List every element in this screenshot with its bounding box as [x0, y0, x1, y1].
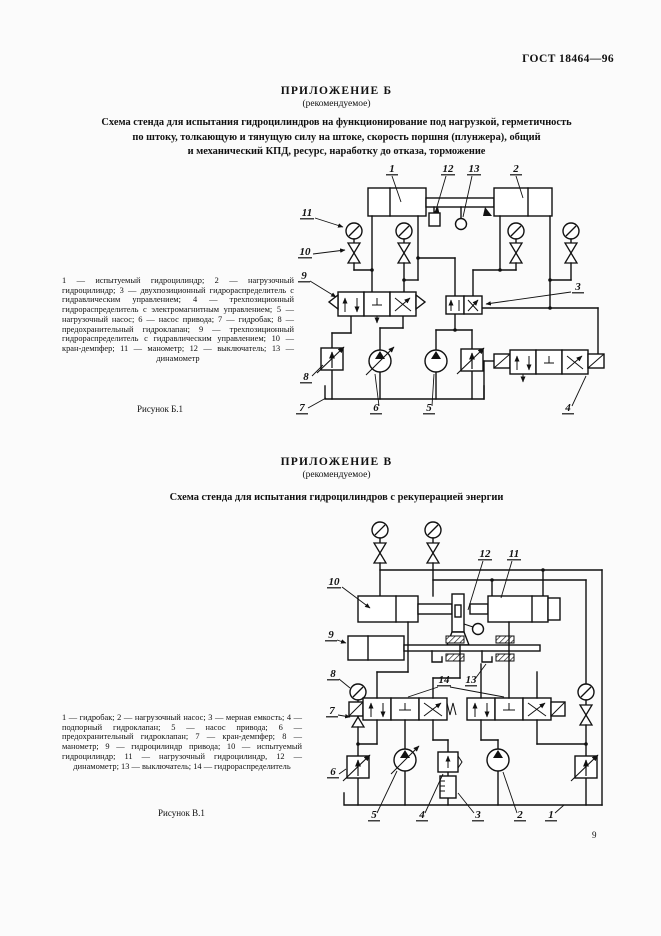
- callout-9: 9: [328, 629, 334, 641]
- directional-valve-hydraulic: [327, 291, 427, 324]
- callout-8: 8: [330, 668, 336, 680]
- figure-b1-caption: Рисунок Б.1: [137, 404, 184, 414]
- callout-7: 7: [329, 705, 335, 717]
- callout-1: 1: [389, 163, 395, 175]
- gauge-damper-assembly: [345, 222, 580, 281]
- figure-b1-legend: 1 — испытуемый гидроцилиндр; 2 — нагрузо…: [62, 276, 294, 363]
- measuring-vessel: [439, 775, 457, 799]
- callout-10: 10: [329, 576, 341, 588]
- appendix-b-title: Схема стенда для испытания гидроцилиндро…: [28, 116, 645, 160]
- appendix-b-heading: ПРИЛОЖЕНИЕ Б: [280, 85, 393, 97]
- callout-12: 12: [443, 163, 455, 175]
- figure-v1-diagram: 12 11 10 9 8 7 6 14 13 5 4 3 2 1: [325, 521, 603, 822]
- piping: [356, 621, 588, 806]
- doc-number: ГОСТ 18464—96: [522, 53, 614, 65]
- piston-rod: [425, 197, 495, 208]
- relief-valve-icon: [571, 755, 598, 781]
- limit-switch: [431, 650, 443, 663]
- callout-2: 2: [516, 809, 523, 821]
- dynamometer: [454, 206, 468, 231]
- load-pump-icon: [486, 748, 510, 772]
- test-cylinder: [357, 595, 419, 623]
- gauge-damper-assembly: [371, 521, 442, 597]
- figure-v1-callouts: 12 11 10 9 8 7 6 14 13 5 4 3 2 1: [325, 548, 565, 822]
- tank: [343, 792, 603, 806]
- appendix-b-title-line-1: Схема стенда для испытания гидроцилиндро…: [101, 117, 572, 128]
- piston-rod: [417, 603, 453, 615]
- limit-switch: [428, 206, 441, 227]
- directional-valve: [466, 697, 566, 721]
- trip-dog-icon: [483, 207, 492, 216]
- tank: [324, 385, 485, 400]
- callout-2: 2: [512, 163, 519, 175]
- drive-pump-variable: [365, 346, 395, 376]
- callout-11: 11: [302, 207, 312, 219]
- limit-switch: [481, 650, 493, 663]
- figure-b1-callouts: 1 12 13 2 11 10 9 3 8 7 6 5 4: [296, 163, 587, 415]
- appendix-v-title: Схема стенда для испытания гидроцилиндро…: [28, 491, 645, 506]
- piping: [331, 215, 599, 400]
- test-cylinder: [367, 187, 427, 217]
- appendix-b-title-line-2: по штоку, толкающую и тянущую силу на шт…: [132, 131, 541, 143]
- directional-valve: [348, 697, 457, 721]
- appendix-v-title-line-1: Схема стенда для испытания гидроцилиндро…: [169, 492, 504, 503]
- callout-10: 10: [300, 246, 312, 258]
- callout-9: 9: [301, 270, 307, 282]
- callout-8: 8: [303, 371, 309, 383]
- callout-6: 6: [330, 766, 336, 778]
- directional-valve-solenoid: [493, 349, 605, 383]
- two-position-valve: [445, 295, 483, 315]
- page-number: 9: [592, 830, 597, 840]
- relief-valve-icon: [343, 755, 370, 781]
- callout-5: 5: [371, 809, 377, 821]
- drive-cylinder: [347, 635, 541, 661]
- callout-5: 5: [426, 402, 432, 414]
- callout-3: 3: [474, 809, 481, 821]
- figure-b1-diagram: 1 12 13 2 11 10 9 3 8 7 6 5 4: [296, 163, 605, 415]
- piping: [379, 568, 603, 806]
- load-cylinder: [487, 595, 561, 623]
- callout-1: 1: [548, 809, 554, 821]
- callout-14: 14: [439, 674, 451, 686]
- callout-7: 7: [299, 402, 305, 414]
- callout-11: 11: [509, 548, 519, 560]
- callout-4: 4: [418, 809, 425, 821]
- appendix-v-heading: ПРИЛОЖЕНИЕ В: [280, 456, 393, 468]
- callout-6: 6: [373, 402, 379, 414]
- callout-13: 13: [466, 674, 478, 686]
- load-pump-icon: [424, 349, 448, 373]
- load-cylinder: [493, 187, 553, 217]
- callout-3: 3: [574, 281, 581, 293]
- rod-guides: [445, 635, 515, 662]
- appendix-v-subheading: (рекомендуемое): [302, 470, 371, 480]
- appendix-b-title-line-3: и механический КПД, ресурс, наработку до…: [187, 146, 486, 157]
- drive-pump-variable: [390, 745, 420, 775]
- relief-valve-icon: [457, 348, 484, 374]
- back-pressure-valve: [437, 751, 463, 773]
- callout-4: 4: [564, 402, 571, 414]
- figure-v1-caption: Рисунок В.1: [158, 808, 205, 818]
- callout-12: 12: [480, 548, 492, 560]
- appendix-b-subheading: (рекомендуемое): [302, 99, 371, 109]
- piston-rod: [469, 603, 489, 615]
- callout-13: 13: [469, 163, 481, 175]
- figure-v1-legend: 1 — гидробак; 2 — нагрузочный насос; 3 —…: [62, 713, 302, 771]
- relief-valve-icon: [317, 347, 344, 373]
